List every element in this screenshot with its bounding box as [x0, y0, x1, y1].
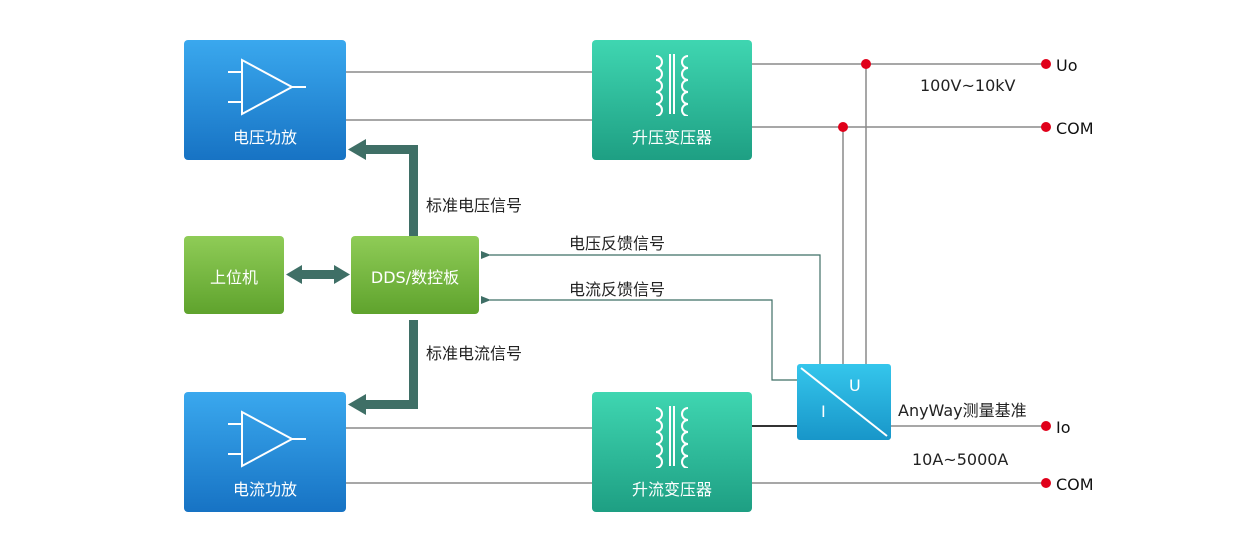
terminal-dot-io[interactable]: [1041, 421, 1051, 431]
transformer-coil-icon: [655, 54, 689, 116]
terminal-dot-com-top[interactable]: [1041, 122, 1051, 132]
dds-board-label: DDS/数控板: [370, 268, 460, 287]
sensor-i-label: I: [821, 402, 826, 421]
std-voltage-arrow-bar: [362, 145, 418, 154]
std-voltage-arrow-stem: [409, 145, 418, 236]
host-dds-arrow-bar: [298, 270, 338, 279]
host-dds-arrowhead-left: [286, 265, 302, 284]
sensor-u-label: U: [849, 376, 861, 395]
terminal-dot-com-bottom[interactable]: [1041, 478, 1051, 488]
current-feedback-label: 电流反馈信号: [569, 280, 666, 299]
std-current-signal-label: 标准电流信号: [426, 344, 523, 363]
port-com-bottom-label: COM: [1056, 475, 1094, 494]
voltage-feedback-label: 电压反馈信号: [569, 234, 666, 253]
voltage-feedback-line: [481, 251, 821, 366]
voltage-range-label: 100V~10kV: [920, 76, 1016, 95]
host-pc-block[interactable]: 上位机: [184, 236, 284, 314]
host-pc-label: 上位机: [209, 268, 258, 287]
current-amplifier-block[interactable]: 电流功放: [184, 392, 346, 512]
voltage-transformer-label: 升压变压器: [631, 128, 712, 147]
std-current-arrow-stem: [409, 320, 418, 409]
port-com-top-label: COM: [1056, 119, 1094, 138]
host-dds-arrowhead-right: [334, 265, 350, 284]
voltage-amplifier-block[interactable]: 电压功放: [184, 40, 346, 160]
std-voltage-signal-label: 标准电压信号: [426, 196, 523, 215]
port-io-label: Io: [1056, 418, 1071, 437]
amplifier-icon: [228, 58, 306, 116]
junction-dot-uo: [861, 59, 871, 69]
amplifier-icon: [228, 410, 306, 468]
measurement-sensor-block[interactable]: U I: [797, 364, 891, 440]
sensor-diagonal-icon: [800, 367, 888, 437]
current-feedback-line: [481, 296, 798, 381]
current-transformer-label: 升流变压器: [631, 480, 712, 499]
terminal-dot-uo[interactable]: [1041, 59, 1051, 69]
current-amplifier-label: 电流功放: [232, 480, 297, 499]
current-range-label: 10A~5000A: [912, 450, 1009, 469]
std-voltage-arrowhead: [348, 139, 366, 160]
current-transformer-block[interactable]: 升流变压器: [592, 392, 752, 512]
dds-board-block[interactable]: DDS/数控板: [351, 236, 479, 314]
port-uo-label: Uo: [1056, 56, 1078, 75]
junction-dot-com: [838, 122, 848, 132]
measurement-reference-label: AnyWay测量基准: [898, 401, 1027, 420]
std-current-arrowhead: [348, 394, 366, 415]
voltage-amplifier-label: 电压功放: [232, 128, 297, 147]
transformer-coil-icon: [655, 406, 689, 468]
voltage-transformer-block[interactable]: 升压变压器: [592, 40, 752, 160]
std-current-arrow-bar: [362, 400, 418, 409]
